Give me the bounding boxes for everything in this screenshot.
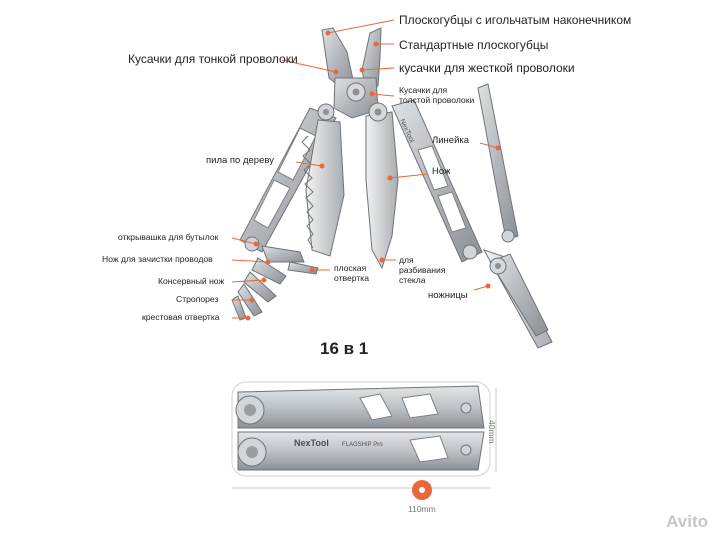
label-knife: Нож	[432, 166, 451, 177]
label-can-opener: Консервный нож	[158, 276, 225, 286]
label-strap-cutter: Стропорез	[176, 294, 219, 304]
label-standard-pliers: Стандартные плоскогубцы	[399, 38, 549, 52]
watermark: Avito	[666, 512, 708, 531]
label-hard-wire-cutter: кусачки для жесткой проволоки	[399, 61, 575, 75]
label-scissors: ножницы	[428, 290, 468, 301]
leader-lines	[231, 19, 501, 321]
model-text: FLAGSHIP Pro	[342, 442, 383, 448]
page-title: 16 в 1	[320, 339, 369, 358]
width-dimension: 110mm	[408, 504, 436, 514]
knife-illustration	[365, 102, 399, 270]
label-needle-nose-pliers: Плоскогубцы с игольчатым наконечником	[399, 13, 632, 27]
wood-saw-illustration	[301, 119, 345, 257]
scissors-illustration	[482, 249, 553, 349]
small-tools-illustration	[231, 245, 319, 321]
label-flat-screwdriver: плоская отвертка	[334, 263, 370, 283]
brand-text: NexTool	[294, 438, 329, 448]
label-thin-wire-cutter: Кусачки для тонкой проволоки	[128, 52, 298, 66]
height-dimension: 40mm	[487, 420, 497, 444]
dimension-marker	[412, 480, 432, 500]
label-bottle-opener: открывашка для бутылок	[118, 232, 219, 242]
label-wire-stripper: Нож для зачистки проводов	[102, 254, 213, 264]
ruler-illustration	[477, 83, 519, 243]
label-glass-breaker: для разбивания стекла	[399, 255, 446, 285]
label-phillips-screwdriver: крестовая отвертка	[142, 312, 220, 322]
folded-tool-illustration: NexTool FLAGSHIP Pro	[231, 381, 497, 489]
label-thick-wire-cutter: Кусачки для толстой проволоки	[399, 85, 475, 105]
label-wood-saw: пила по дереву	[206, 155, 274, 166]
right-handle-illustration: NexTool	[391, 99, 483, 263]
left-handle-illustration	[239, 103, 337, 253]
pliers-illustration	[321, 27, 382, 119]
label-ruler: Линейка	[432, 135, 470, 146]
